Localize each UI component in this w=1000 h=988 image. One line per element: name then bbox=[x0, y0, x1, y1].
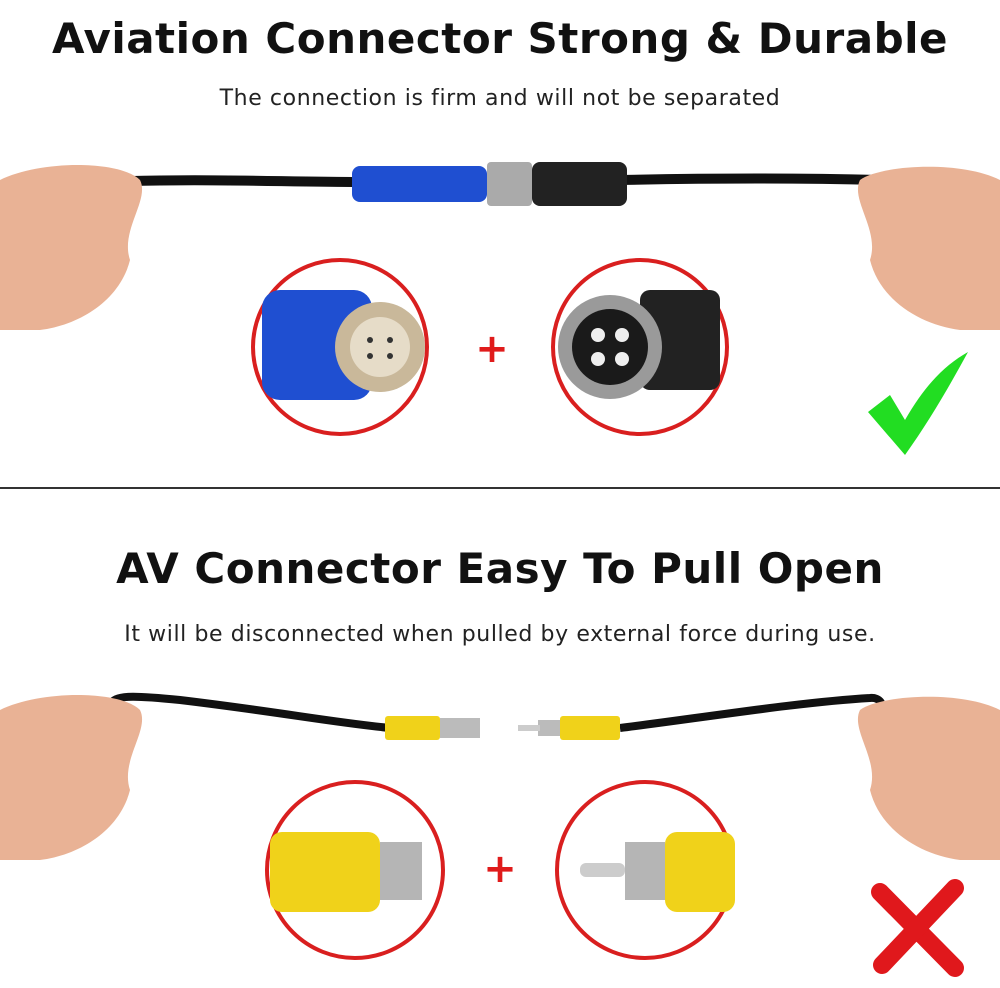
yellow-male-plug bbox=[560, 716, 620, 740]
plus-sign-bottom: + bbox=[483, 846, 517, 892]
section-divider bbox=[0, 487, 1000, 489]
cross-icon bbox=[871, 879, 964, 977]
top-subtitle: The connection is firm and will not be s… bbox=[219, 86, 781, 111]
right-hand-top bbox=[857, 166, 1000, 330]
male-connector-closeup bbox=[251, 258, 429, 436]
av-female-closeup bbox=[265, 780, 445, 960]
right-hand-bottom bbox=[857, 696, 1000, 860]
yellow-female-plug bbox=[385, 716, 440, 740]
plus-sign-top: + bbox=[475, 326, 509, 372]
check-icon bbox=[868, 352, 968, 455]
aviation-cable bbox=[99, 162, 881, 206]
av-cable bbox=[106, 692, 886, 740]
left-hand-top bbox=[0, 165, 143, 330]
av-male-closeup bbox=[555, 780, 735, 960]
left-hand-bottom bbox=[0, 695, 143, 860]
blue-male-plug bbox=[352, 166, 487, 202]
top-title: Aviation Connector Strong & Durable bbox=[51, 14, 949, 63]
female-connector-closeup bbox=[551, 258, 729, 436]
bottom-title: AV Connector Easy To Pull Open bbox=[116, 544, 884, 593]
bottom-subtitle: It will be disconnected when pulled by e… bbox=[124, 622, 876, 647]
